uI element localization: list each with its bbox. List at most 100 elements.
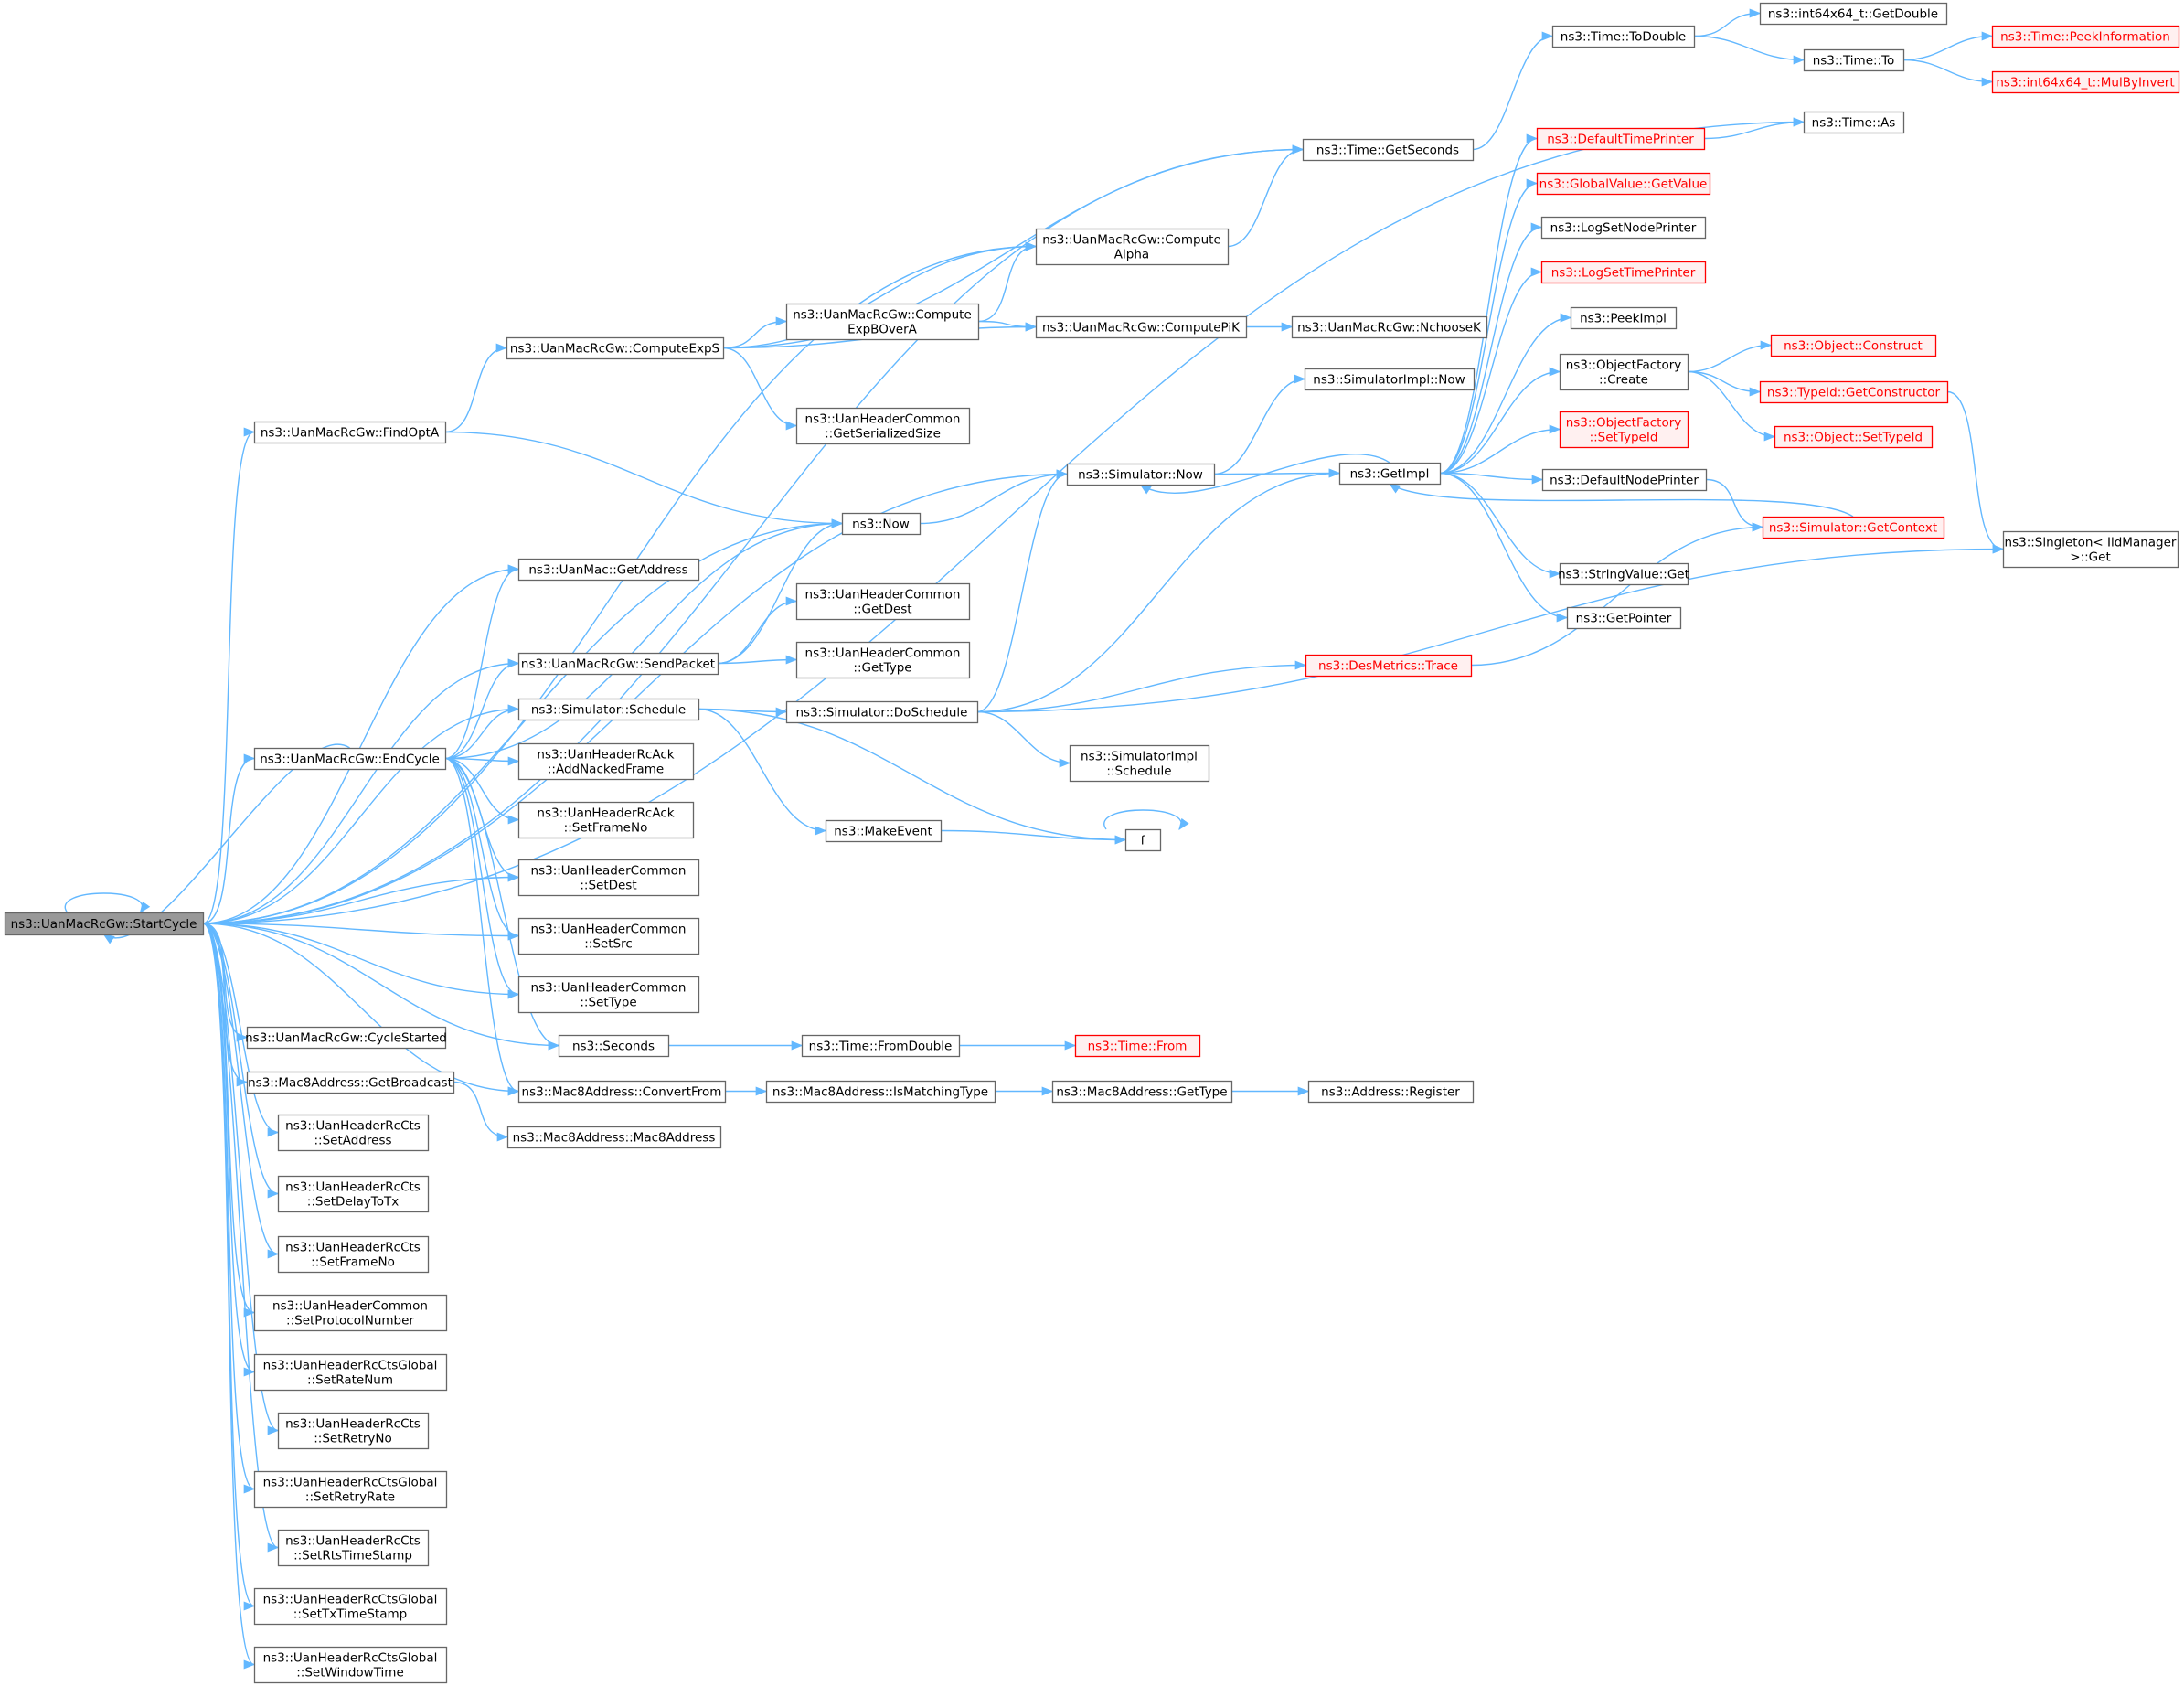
node-SimImplNow[interactable]: ns3::SimulatorImpl::Now <box>1304 368 1476 391</box>
node-SetTxTimeStamp[interactable]: ns3::UanHeaderRcCtsGlobal::SetTxTimeStam… <box>253 1587 448 1626</box>
node-box <box>1302 138 1475 162</box>
edge-EndCycle-to-SetType <box>444 757 520 999</box>
node-Mac8Address[interactable]: ns3::Mac8Address::Mac8Address <box>506 1126 722 1149</box>
node-label: ns3::int64x64_t::MulByInvert <box>1996 76 2174 91</box>
node-PeekInformation[interactable]: ns3::Time::PeekInformation <box>1991 25 2180 48</box>
node-ObjSetTypeId[interactable]: ns3::Object::SetTypeId <box>1774 425 1934 449</box>
node-MakeEvent[interactable]: ns3::MakeEvent <box>825 819 943 843</box>
node-ComputeExpS[interactable]: ns3::UanMacRcGw::ComputeExpS <box>506 336 725 360</box>
node-Seconds[interactable]: ns3::Seconds <box>558 1034 670 1058</box>
node-box <box>506 1126 722 1149</box>
node-StartCycle[interactable]: ns3::UanMacRcGw::StartCycle <box>4 912 205 936</box>
node-label: ns3::UanHeaderCommon <box>805 588 961 603</box>
edge-StartCycle-to-SetSrc <box>202 923 520 941</box>
node-EndCycle[interactable]: ns3::UanMacRcGw::EndCycle <box>253 747 447 771</box>
node-label: ns3::UanHeaderRcCtsGlobal <box>263 1651 438 1666</box>
node-box <box>1759 380 1949 404</box>
node-SetRtsTimeStamp[interactable]: ns3::UanHeaderRcCts::SetRtsTimeStamp <box>277 1529 430 1567</box>
node-AddressRegister[interactable]: ns3::Address::Register <box>1307 1080 1475 1104</box>
node-SimGetContext[interactable]: ns3::Simulator::GetContext <box>1762 516 1945 539</box>
node-box <box>1035 228 1230 266</box>
node-DesTrace[interactable]: ns3::DesMetrics::Trace <box>1305 654 1473 678</box>
node-ComputePiK[interactable]: ns3::UanMacRcGw::ComputePiK <box>1035 315 1248 339</box>
node-label: ::Schedule <box>1106 764 1171 779</box>
node-Ns3Now[interactable]: ns3::Now <box>841 512 922 536</box>
node-UanMacGetAddress[interactable]: ns3::UanMac::GetAddress <box>517 558 700 582</box>
node-f[interactable]: f <box>1124 828 1162 852</box>
edge-StartCycle-to-UanMacGetAddress <box>202 564 520 924</box>
node-AddNackedFrame[interactable]: ns3::UanHeaderRcAck::AddNackedFrame <box>517 742 695 781</box>
node-GetImpl[interactable]: ns3::GetImpl <box>1338 462 1442 486</box>
edge-StartCycle-to-TimeAs <box>202 117 1806 924</box>
node-SendPacket[interactable]: ns3::UanMacRcGw::SendPacket <box>517 652 719 676</box>
node-CtsSetDelayToTx[interactable]: ns3::UanHeaderRcCts::SetDelayToTx <box>277 1175 430 1213</box>
node-PeekImpl[interactable]: ns3::PeekImpl <box>1570 306 1678 330</box>
node-ObjFactorySetTypeId[interactable]: ns3::ObjectFactory::SetTypeId <box>1559 411 1689 449</box>
node-label: ns3::Time::PeekInformation <box>2000 30 2170 45</box>
node-CtsSetAddress[interactable]: ns3::UanHeaderRcCts::SetAddress <box>277 1114 430 1152</box>
edge-ToDouble-to-GetDouble <box>1693 8 1762 37</box>
node-box <box>253 1294 448 1332</box>
node-ToDouble[interactable]: ns3::Time::ToDouble <box>1551 25 1696 48</box>
node-ObjFactoryCreate[interactable]: ns3::ObjectFactory::Create <box>1559 353 1689 391</box>
node-box <box>517 698 700 721</box>
node-AckSetFrameNo[interactable]: ns3::UanHeaderRcAck::SetFrameNo <box>517 801 695 839</box>
node-NchooseK[interactable]: ns3::UanMacRcGw::NchooseK <box>1291 315 1488 339</box>
node-SingletonGet[interactable]: ns3::Singleton< IidManager>::Get <box>2002 530 2179 569</box>
node-GetDest[interactable]: ns3::UanHeaderCommon::GetDest <box>795 582 971 621</box>
node-SetWindowTime[interactable]: ns3::UanHeaderRcCtsGlobal::SetWindowTime <box>253 1646 448 1684</box>
node-DefaultNodePrinter[interactable]: ns3::DefaultNodePrinter <box>1541 468 1708 492</box>
node-ConvertFrom[interactable]: ns3::Mac8Address::ConvertFrom <box>517 1080 727 1104</box>
node-label: ns3::UanHeaderRcAck <box>537 748 674 763</box>
node-CycleStarted[interactable]: ns3::UanMacRcGw::CycleStarted <box>245 1026 447 1050</box>
node-TimeTo[interactable]: ns3::Time::To <box>1803 48 1905 72</box>
edge-DoSchedule-to-SingletonGet <box>976 544 2005 713</box>
node-SetRetryNo[interactable]: ns3::UanHeaderRcCts::SetRetryNo <box>277 1412 430 1450</box>
edge-GetImpl-to-ObjFactoryCreate <box>1439 367 1561 475</box>
node-SetSrc[interactable]: ns3::UanHeaderCommon::SetSrc <box>517 917 700 955</box>
node-ObjConstruct[interactable]: ns3::Object::Construct <box>1770 334 1937 357</box>
node-box <box>558 1034 670 1058</box>
node-LogSetNodePrinter[interactable]: ns3::LogSetNodePrinter <box>1540 216 1707 240</box>
node-Mac8GetType[interactable]: ns3::Mac8Address::GetType <box>1051 1080 1233 1104</box>
node-SetRateNum[interactable]: ns3::UanHeaderRcCtsGlobal::SetRateNum <box>253 1353 448 1392</box>
node-SetProtocolNumber[interactable]: ns3::UanHeaderCommon::SetProtocolNumber <box>253 1294 448 1332</box>
node-SetRetryRate[interactable]: ns3::UanHeaderRcCtsGlobal::SetRetryRate <box>253 1470 448 1509</box>
node-SimSchedule[interactable]: ns3::Simulator::Schedule <box>517 698 700 721</box>
node-SimImplSchedule[interactable]: ns3::SimulatorImpl::Schedule <box>1069 744 1210 783</box>
node-box <box>1338 462 1442 486</box>
node-box <box>253 747 447 771</box>
node-SimulatorNow[interactable]: ns3::Simulator::Now <box>1066 463 1216 486</box>
node-TimeFrom[interactable]: ns3::Time::From <box>1074 1034 1201 1058</box>
node-GetPointer[interactable]: ns3::GetPointer <box>1566 606 1682 630</box>
node-TimeAs[interactable]: ns3::Time::As <box>1803 111 1905 134</box>
node-LogSetTimePrinter[interactable]: ns3::LogSetTimePrinter <box>1540 261 1707 284</box>
node-GetSeconds[interactable]: ns3::Time::GetSeconds <box>1302 138 1475 162</box>
node-GetType[interactable]: ns3::UanHeaderCommon::GetType <box>795 641 971 679</box>
node-GetDouble[interactable]: ns3::int64x64_t::GetDouble <box>1759 2 1948 26</box>
node-SetDest[interactable]: ns3::UanHeaderCommon::SetDest <box>517 859 700 897</box>
node-DoSchedule[interactable]: ns3::Simulator::DoSchedule <box>785 700 979 724</box>
node-IsMatchingType[interactable]: ns3::Mac8Address::IsMatchingType <box>765 1080 996 1104</box>
node-StringValueGet[interactable]: ns3::StringValue::Get <box>1558 562 1689 586</box>
node-box <box>1762 516 1945 539</box>
node-FindOptA[interactable]: ns3::UanMacRcGw::FindOptA <box>253 421 447 444</box>
edge-StartCycle-to-Seconds <box>202 923 560 1051</box>
node-CtsSetFrameNo[interactable]: ns3::UanHeaderRcCts::SetFrameNo <box>277 1235 430 1274</box>
node-label: ::SetDest <box>580 879 636 893</box>
node-GetBroadcast[interactable]: ns3::Mac8Address::GetBroadcast <box>246 1071 455 1094</box>
node-MulByInvert[interactable]: ns3::int64x64_t::MulByInvert <box>1991 70 2180 94</box>
node-label: ns3::Seconds <box>572 1040 655 1054</box>
node-DefaultTimePrinter[interactable]: ns3::DefaultTimePrinter <box>1536 127 1706 151</box>
node-TimeFromDouble[interactable]: ns3::Time::FromDouble <box>801 1034 961 1058</box>
node-box <box>1307 1080 1475 1104</box>
node-SetType[interactable]: ns3::UanHeaderCommon::SetType <box>517 976 700 1014</box>
node-GetConstructor[interactable]: ns3::TypeId::GetConstructor <box>1759 380 1949 404</box>
node-GlobalGetValue[interactable]: ns3::GlobalValue::GetValue <box>1536 172 1711 196</box>
node-label: ns3::UanHeaderCommon <box>805 646 961 661</box>
node-label: ::SetRetryRate <box>305 1490 395 1505</box>
node-GetSerializedSize[interactable]: ns3::UanHeaderCommon::GetSerializedSize <box>795 407 971 445</box>
edge-DesTrace-to-SimGetContext <box>1470 522 1764 667</box>
